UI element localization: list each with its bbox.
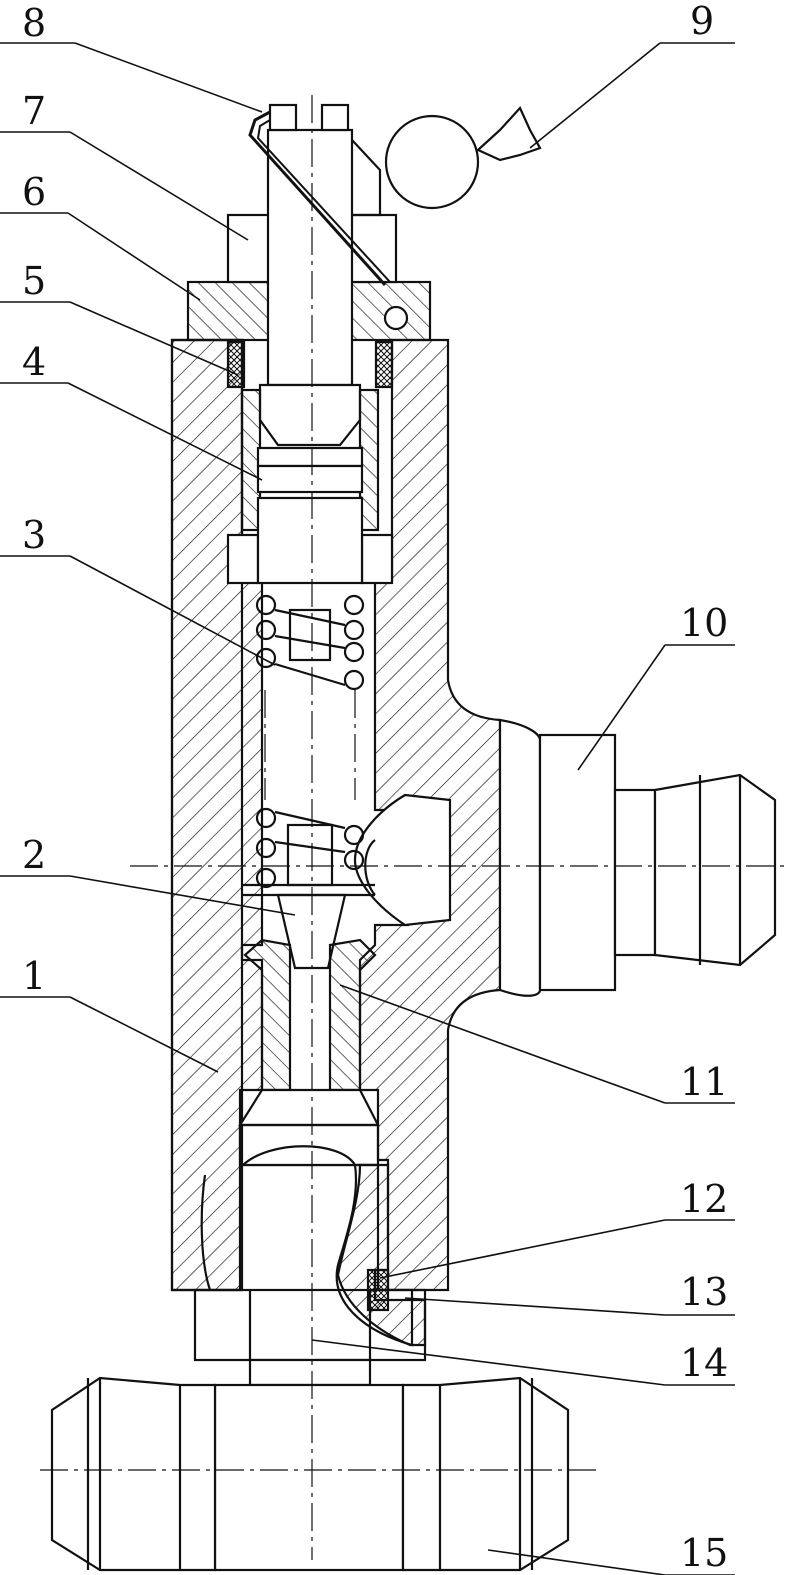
lock-wire bbox=[248, 110, 387, 287]
callout-7: 7 bbox=[22, 89, 46, 133]
center-lines bbox=[40, 95, 790, 1560]
inner-sleeve bbox=[226, 388, 394, 585]
side-boss bbox=[353, 718, 777, 997]
callout-10: 10 bbox=[680, 601, 728, 645]
callout-9: 9 bbox=[690, 0, 714, 43]
valve-seat bbox=[238, 938, 380, 1167]
callout-1: 1 bbox=[22, 954, 46, 998]
callout-14: 14 bbox=[680, 1341, 728, 1385]
callout-6: 6 bbox=[22, 170, 46, 214]
callout-12: 12 bbox=[680, 1177, 728, 1221]
bottom-tee bbox=[50, 1376, 570, 1572]
callout-4: 4 bbox=[22, 340, 46, 384]
lower-spring bbox=[242, 807, 375, 970]
callout-15: 15 bbox=[680, 1531, 728, 1575]
upper-spring bbox=[255, 594, 365, 691]
callout-11: 11 bbox=[680, 1060, 728, 1104]
callout-8: 8 bbox=[22, 1, 46, 45]
callout-labels: 8 7 6 5 4 3 2 1 9 10 11 12 13 14 15 bbox=[22, 0, 728, 1575]
seal-ring-left bbox=[226, 340, 246, 389]
callout-2: 2 bbox=[22, 833, 46, 877]
callout-5: 5 bbox=[22, 259, 46, 303]
callout-13: 13 bbox=[680, 1270, 728, 1314]
seal-ring-right bbox=[374, 340, 394, 389]
seal-ball bbox=[384, 114, 480, 210]
leader-lines bbox=[0, 42, 735, 1575]
callout-3: 3 bbox=[22, 513, 46, 557]
